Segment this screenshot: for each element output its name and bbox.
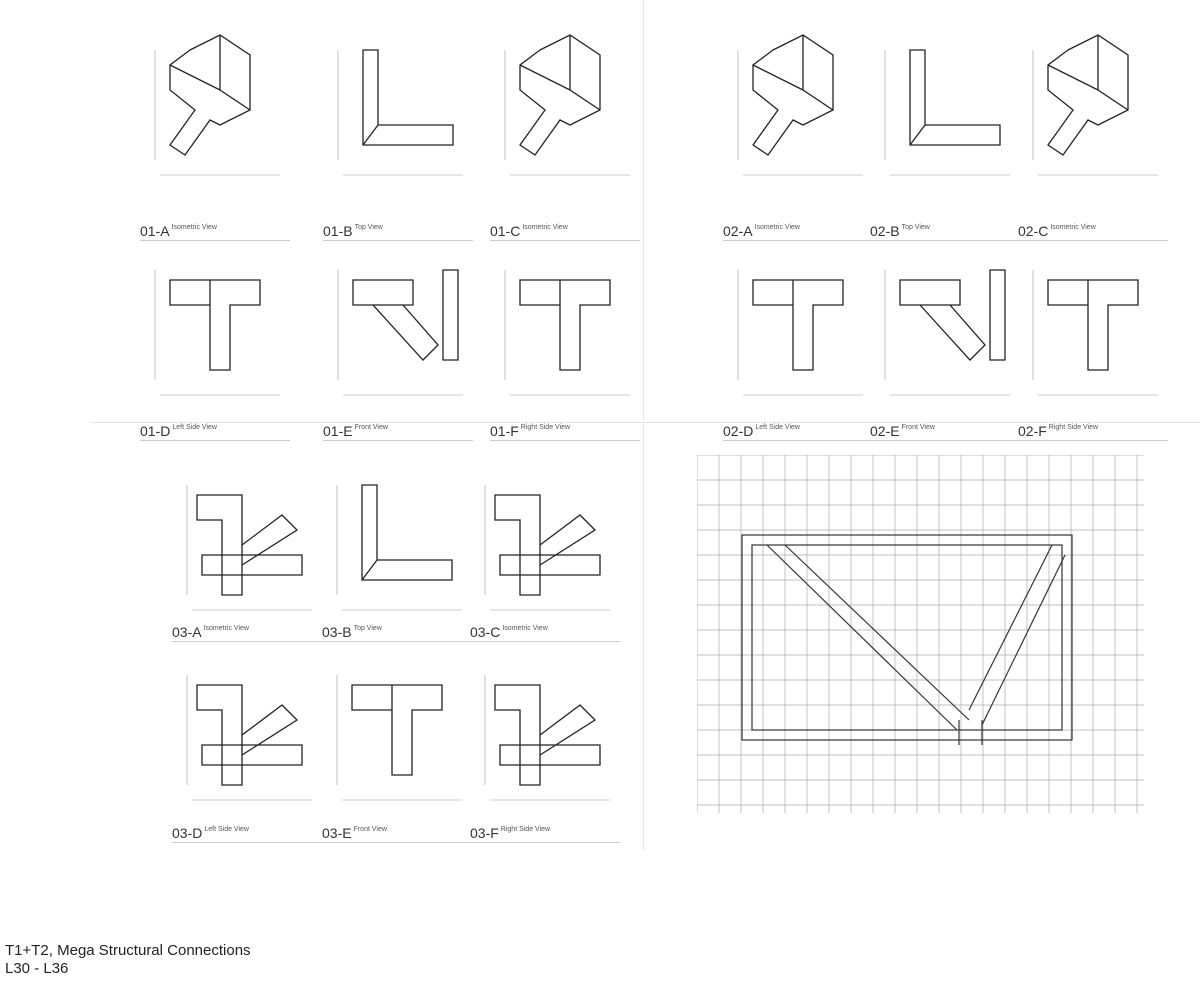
view-drawing-03-e xyxy=(332,655,472,815)
view-name: Left Side View xyxy=(755,424,800,431)
view-name: Front View xyxy=(901,424,935,431)
view-drawing-01-a xyxy=(150,30,290,190)
view-code: 03-A xyxy=(172,624,202,640)
view-code: 02-F xyxy=(1018,423,1047,439)
view-code: 03-D xyxy=(172,825,203,841)
view-drawing-02-d xyxy=(733,250,873,410)
view-name: Isometric View xyxy=(1050,224,1096,231)
divider xyxy=(90,422,1200,423)
view-name: Front View xyxy=(354,424,388,431)
view-code: 03-E xyxy=(322,825,352,841)
view-drawing-02-b xyxy=(880,30,1020,190)
view-name: Isometric View xyxy=(171,224,217,231)
sheet-title-block: T1+T2, Mega Structural Connections L30 -… xyxy=(5,942,251,978)
floor-plan-framing xyxy=(697,455,1144,813)
view-name: Right Side View xyxy=(520,424,571,431)
view-drawing-01-f xyxy=(500,250,640,410)
view-code: 01-B xyxy=(323,223,353,239)
view-code: 03-C xyxy=(470,624,501,640)
view-drawing-01-b xyxy=(333,30,473,190)
view-drawing-03-a xyxy=(182,465,322,625)
view-code: 02-A xyxy=(723,223,753,239)
sheet-title: T1+T2, Mega Structural Connections xyxy=(5,942,251,959)
view-drawing-02-c xyxy=(1028,30,1168,190)
view-code: 01-D xyxy=(140,423,171,439)
view-code: 01-E xyxy=(323,423,353,439)
view-name: Isometric View xyxy=(502,625,548,632)
view-code: 01-C xyxy=(490,223,521,239)
view-drawing-01-d xyxy=(150,250,290,410)
view-drawing-03-f xyxy=(480,655,620,815)
view-drawing-03-d xyxy=(182,655,322,815)
view-drawing-02-f xyxy=(1028,250,1168,410)
view-name: Right Side View xyxy=(1048,424,1099,431)
view-drawing-03-c xyxy=(480,465,620,625)
view-name: Left Side View xyxy=(204,826,249,833)
view-drawing-01-e xyxy=(333,250,473,410)
view-name: Isometric View xyxy=(522,224,568,231)
view-drawing-01-c xyxy=(500,30,640,190)
view-drawing-03-b xyxy=(332,465,472,625)
view-name: Top View xyxy=(901,224,930,231)
view-code: 03-F xyxy=(470,825,499,841)
view-name: Left Side View xyxy=(172,424,217,431)
view-name: Top View xyxy=(353,625,382,632)
view-code: 01-A xyxy=(140,223,170,239)
view-code: 03-B xyxy=(322,624,352,640)
view-code: 01-F xyxy=(490,423,519,439)
view-name: Top View xyxy=(354,224,383,231)
view-drawing-02-e xyxy=(880,250,1020,410)
view-name: Isometric View xyxy=(203,625,249,632)
view-code: 02-C xyxy=(1018,223,1049,239)
view-code: 02-B xyxy=(870,223,900,239)
view-name: Isometric View xyxy=(754,224,800,231)
view-name: Front View xyxy=(353,826,387,833)
divider xyxy=(643,424,644,850)
sheet-levels: L30 - L36 xyxy=(5,960,69,977)
view-name: Right Side View xyxy=(500,826,551,833)
view-drawing-02-a xyxy=(733,30,873,190)
divider xyxy=(643,0,644,420)
view-code: 02-E xyxy=(870,423,900,439)
view-code: 02-D xyxy=(723,423,754,439)
